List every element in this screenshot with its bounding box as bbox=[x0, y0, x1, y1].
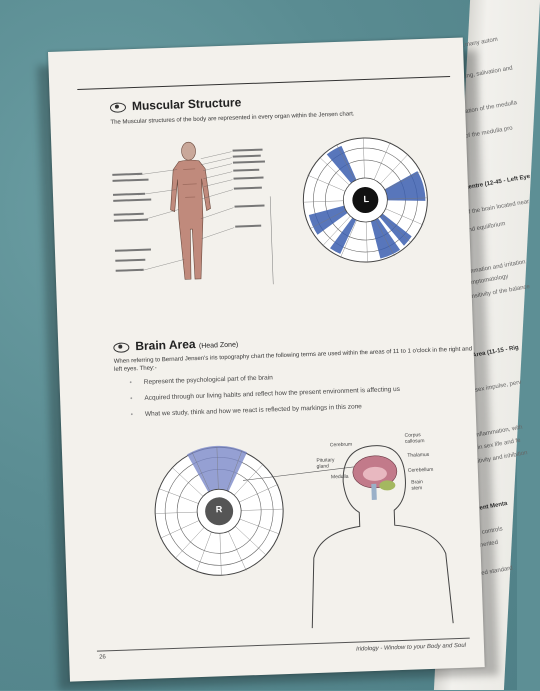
title-text: Brain Area bbox=[135, 337, 196, 354]
brain-label-thalamus: Thalamus bbox=[407, 451, 430, 459]
brain-label-brain-stem: Brain stem bbox=[411, 479, 424, 492]
list-item: Acquired through our living habits and r… bbox=[130, 386, 400, 402]
muscular-structure-title: Muscular Structure bbox=[109, 95, 242, 114]
eye-icon bbox=[109, 102, 127, 113]
muscle-body-diagram bbox=[137, 141, 274, 285]
brain-label-medulla: Medulla bbox=[330, 473, 349, 481]
muscle-labels-left bbox=[112, 172, 152, 272]
footer-book-title: Iridology - Window to your Body and Soul bbox=[355, 642, 467, 653]
brain-label-cerebellum: Cerebellum bbox=[407, 466, 434, 474]
header-rule bbox=[77, 75, 451, 90]
eye-icon bbox=[113, 342, 130, 353]
list-item: Represent the psychological part of the … bbox=[129, 370, 399, 386]
brain-area-title: Brain Area (Head Zone) bbox=[113, 336, 238, 354]
brain-label-corpus-callosum: Corpus callosum bbox=[404, 432, 425, 445]
left-iris-chart bbox=[302, 137, 428, 263]
page-number: 26 bbox=[99, 654, 106, 661]
head-brain-diagram bbox=[311, 445, 454, 629]
brain-label-cerebrum: Cerebrum bbox=[329, 441, 353, 449]
brain-label-pituitary: Pituitary gland bbox=[316, 457, 335, 470]
right-iris-letter: R bbox=[215, 504, 223, 515]
list-item: What we study, think and how we react is… bbox=[131, 402, 401, 418]
connector-line bbox=[243, 466, 358, 481]
left-iris-letter: L bbox=[363, 193, 370, 205]
book-page: Muscular Structure The Muscular structur… bbox=[48, 37, 485, 682]
brain-bullet-list: Represent the psychological part of the … bbox=[129, 370, 400, 427]
title-text: Muscular Structure bbox=[131, 95, 242, 114]
title-subtext: (Head Zone) bbox=[198, 341, 239, 350]
